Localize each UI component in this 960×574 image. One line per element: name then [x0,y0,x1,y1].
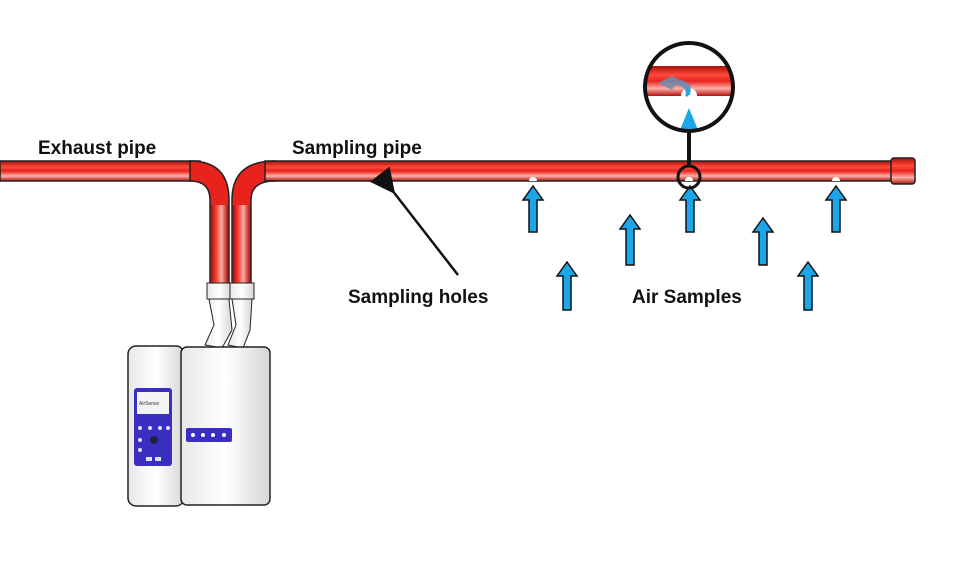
sampling-pipe [231,157,916,286]
exhaust-pipe-label: Exhaust pipe [38,138,157,159]
pipe-connectors [204,282,255,349]
display-screen [137,392,169,414]
air-arrow [555,260,579,311]
air-arrow [618,213,642,266]
sampling-holes-pointer [369,166,459,276]
air-arrow [678,184,702,233]
exhaust-pipe [0,160,230,286]
sampling-pipe-label: Sampling pipe [292,138,422,159]
status-panel [186,428,232,442]
magnifier-callout [643,41,735,190]
air-arrow [796,260,820,311]
air-samples-label: Air Samples [632,287,742,308]
sampling-holes-label: Sampling holes [348,287,489,308]
air-sample-arrows [521,184,848,311]
device-logo: AirSense [139,401,160,407]
air-arrow [521,184,545,233]
air-arrow [824,184,848,233]
air-arrow [751,216,775,266]
detector-unit: AirSense [127,345,271,507]
